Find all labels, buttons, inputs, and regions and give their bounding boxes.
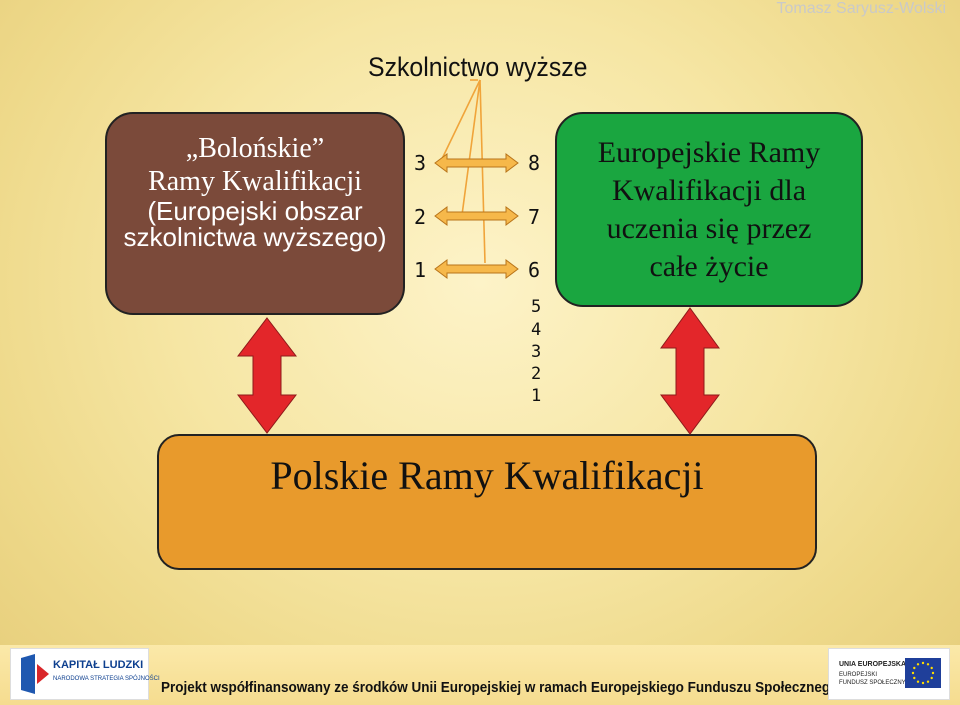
red-arrows — [236, 307, 720, 435]
bologna-line2: Ramy Kwalifikacji — [148, 166, 362, 197]
eqf-framework-box: Europejskie Ramy Kwalifikacji dla uczeni… — [555, 112, 863, 307]
level-arrow-1-6 — [434, 259, 519, 279]
eu-logo-line2: EUROPEJSKI — [839, 672, 878, 678]
connector-line-to-1 — [479, 79, 486, 264]
level-arrow-3-8 — [434, 153, 519, 173]
title-connector-lines — [439, 79, 486, 264]
pqf-framework-box: Polskie Ramy Kwalifikacji — [157, 434, 817, 570]
eqf-level-3: 3 — [531, 342, 542, 362]
kapital-ludzki-logo: KAPITAŁ LUDZKI NARODOWA STRATEGIA SPÓJNO… — [10, 648, 160, 700]
eqf-level-2: 2 — [531, 364, 542, 384]
eu-fund-logo: UNIA EUROPEJSKA EUROPEJSKI FUNDUSZ SPOŁE… — [828, 648, 950, 700]
eu-flag-icon — [905, 658, 941, 688]
footer-bar — [0, 645, 960, 705]
eqf-level-6: 6 — [528, 258, 541, 282]
red-arrow-left — [236, 317, 298, 434]
kapital-ludzki-subtitle: NARODOWA STRATEGIA SPÓJNOŚCI — [53, 676, 160, 682]
eqf-line2: Kwalifikacji dla — [611, 174, 807, 207]
eqf-line1: Europejskie Ramy — [597, 136, 821, 169]
eqf-level-8: 8 — [528, 151, 541, 175]
bologna-framework-box: „Bolońskie” Ramy Kwalifikacji (Europejsk… — [105, 112, 405, 315]
eqf-level-7: 7 — [528, 205, 541, 229]
red-arrow-right — [660, 307, 720, 435]
eqf-line4: całe życie — [649, 250, 769, 283]
bologna-line3: (Europejski obszar — [147, 196, 363, 226]
kapital-ludzki-name: KAPITAŁ LUDZKI — [53, 659, 144, 671]
bologna-line4: szkolnictwa wyższego) — [123, 222, 387, 252]
eu-logo-line3: FUNDUSZ SPOŁECZNY — [839, 680, 906, 686]
eu-logo-line1: UNIA EUROPEJSKA — [839, 661, 907, 668]
eqf-level-4: 4 — [531, 320, 542, 340]
diagram-title: Szkolnictwo wyższe — [368, 52, 588, 82]
connector-line-to-2 — [461, 79, 481, 216]
level-arrows — [434, 153, 519, 279]
author-name: Tomasz Saryusz-Wolski — [776, 0, 946, 17]
bologna-level-2: 2 — [414, 205, 427, 229]
pqf-label: Polskie Ramy Kwalifikacji — [270, 453, 704, 498]
level-arrow-2-7 — [434, 206, 519, 226]
kapital-ludzki-icon — [21, 654, 49, 694]
connector-line-to-3 — [439, 79, 481, 164]
footer-text: Projekt współfinansowany ze środków Unii… — [161, 679, 839, 696]
eqf-line3: uczenia się przez — [606, 212, 812, 245]
bologna-line1: „Bolońskie” — [185, 133, 325, 164]
bologna-level-3: 3 — [414, 151, 427, 175]
eqf-level-1: 1 — [531, 386, 542, 406]
bologna-level-1: 1 — [414, 258, 427, 282]
eqf-level-5: 5 — [531, 297, 542, 317]
